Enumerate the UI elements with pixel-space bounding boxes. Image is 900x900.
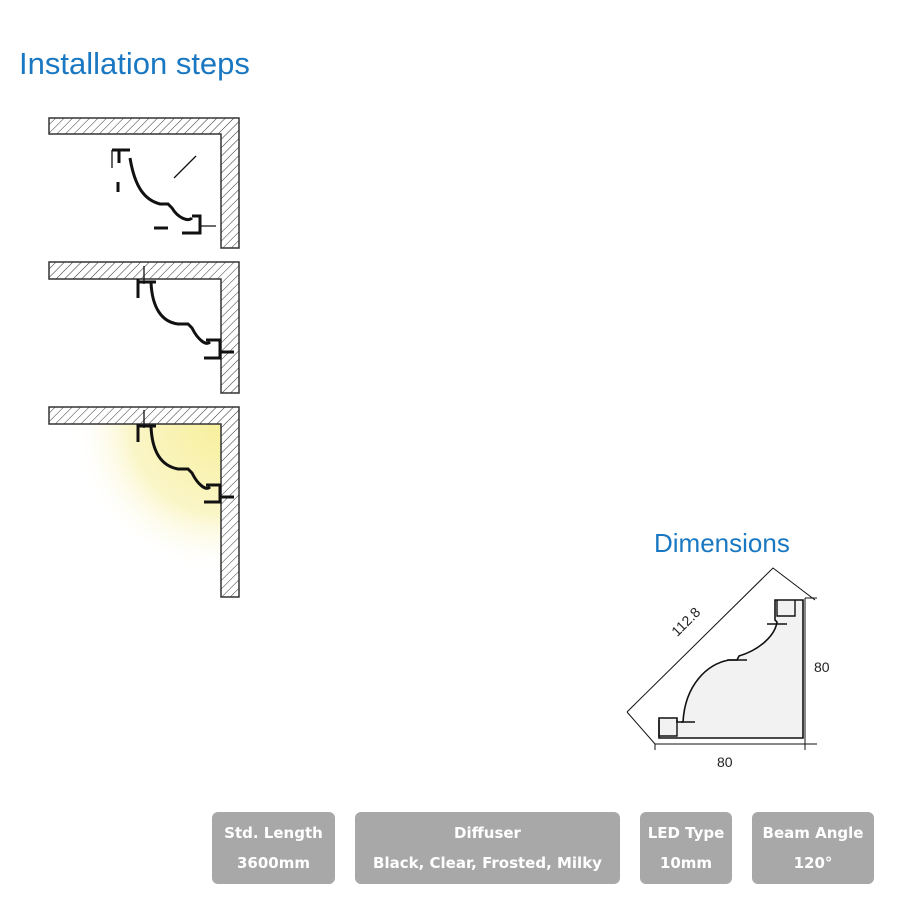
spec-label: Std. Length [224,824,323,842]
installation-title: Installation steps [19,46,250,81]
spec-label: Diffuser [454,824,521,842]
step-2-diagram [48,261,240,394]
spec-label: LED Type [647,824,725,842]
dimension-height-label: 80 [814,659,830,675]
spec-beam-angle: Beam Angle 120° [752,812,874,884]
spec-diffuser: Diffuser Black, Clear, Frosted, Milky [355,812,620,884]
spec-led-type: LED Type 10mm [640,812,732,884]
spec-value: Black, Clear, Frosted, Milky [373,854,602,872]
spec-std-length: Std. Length 3600mm [212,812,335,884]
spec-label: Beam Angle [762,824,864,842]
spec-value: 3600mm [236,854,310,872]
dimensions-title: Dimensions [654,528,790,558]
step-1-diagram [48,117,240,249]
installation-steps-diagram [48,117,240,598]
profile-dimension-diagram [626,567,817,750]
step-3-diagram [48,406,240,598]
spec-value: 10mm [659,854,713,872]
dimension-width-label: 80 [717,754,733,770]
spec-value: 120° [793,854,833,872]
